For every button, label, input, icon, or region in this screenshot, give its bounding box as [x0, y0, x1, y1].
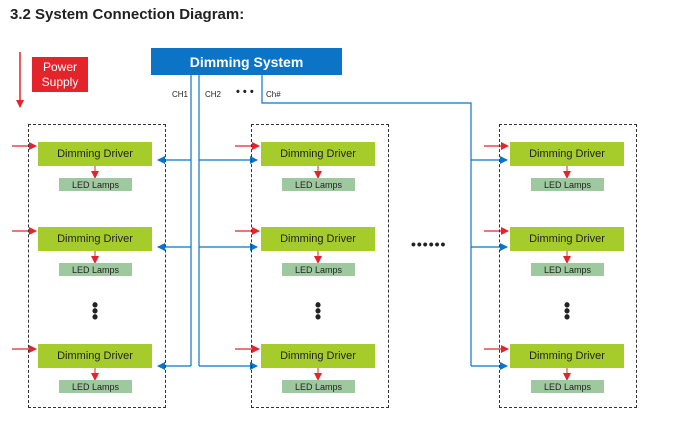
dimming-driver: Dimming Driver [510, 227, 624, 251]
channel-ellipsis: • • • [236, 86, 254, 98]
dimming-driver: Dimming Driver [261, 142, 375, 166]
led-lamps: LED Lamps [282, 178, 355, 191]
vertical-ellipsis: ••• [563, 295, 571, 327]
ch2-label: CH2 [205, 90, 222, 99]
driver-group-1 [28, 124, 166, 408]
led-lamps: LED Lamps [59, 263, 132, 276]
led-lamps: LED Lamps [59, 380, 132, 393]
led-lamps: LED Lamps [531, 178, 604, 191]
led-lamps: LED Lamps [531, 380, 604, 393]
section-title: 3.2 System Connection Diagram: [10, 6, 245, 23]
power-input-arrows [12, 142, 509, 353]
led-lamps: LED Lamps [531, 263, 604, 276]
driver-group-2 [251, 124, 389, 408]
ch1-wire [157, 75, 192, 370]
chn-wire [261, 75, 508, 370]
ch2-wire [198, 75, 258, 370]
dimming-driver: Dimming Driver [510, 142, 624, 166]
vertical-ellipsis: ••• [314, 295, 322, 327]
vertical-ellipsis: ••• [91, 295, 99, 327]
dimming-driver: Dimming Driver [38, 142, 152, 166]
dimming-driver: Dimming Driver [38, 344, 152, 368]
driver-group-n [499, 124, 637, 408]
dimming-driver: Dimming Driver [510, 344, 624, 368]
group-ellipsis: •••••• [411, 236, 447, 252]
dimming-driver: Dimming Driver [38, 227, 152, 251]
driver-lamp-arrows [91, 166, 571, 381]
led-lamps: LED Lamps [59, 178, 132, 191]
dimming-driver: Dimming Driver [261, 344, 375, 368]
led-lamps: LED Lamps [282, 380, 355, 393]
chn-label: Ch# [266, 90, 281, 99]
power-supply-box: Power Supply [32, 57, 88, 92]
led-lamps: LED Lamps [282, 263, 355, 276]
dimming-driver: Dimming Driver [261, 227, 375, 251]
ch1-label: CH1 [172, 90, 189, 99]
dimming-system-box: Dimming System [151, 48, 342, 75]
